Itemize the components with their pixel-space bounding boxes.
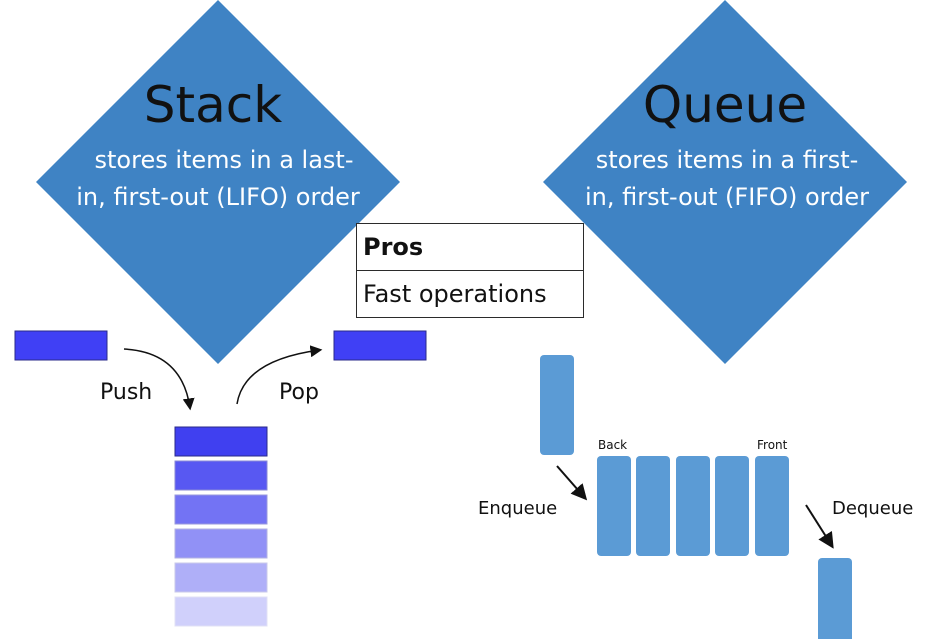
pop-arrow	[236, 345, 323, 405]
dequeue-item	[818, 558, 852, 639]
push-item	[14, 330, 108, 361]
queue-front-label: Front	[757, 438, 788, 452]
stack-item	[174, 426, 268, 457]
pop-item	[333, 330, 427, 361]
stack-item	[174, 596, 268, 627]
dequeue-arrow	[805, 504, 834, 549]
queue-item	[755, 456, 789, 556]
queue-item	[715, 456, 749, 556]
enqueue-label: Enqueue	[478, 498, 557, 519]
pop-label: Pop	[279, 380, 319, 405]
stack-item	[174, 562, 268, 593]
stack-diamond	[36, 0, 400, 364]
stack-title: Stack	[144, 76, 282, 134]
push-label: Push	[100, 380, 152, 405]
pros-table: Pros Fast operations	[356, 223, 584, 318]
push-arrow	[123, 348, 195, 411]
queue-diamond	[543, 0, 907, 364]
stack-description-line-2: in, first-out (LIFO) order	[76, 183, 360, 211]
stack-item	[174, 460, 268, 491]
queue-item	[676, 456, 710, 556]
pros-header: Pros	[357, 224, 583, 271]
stack-description-line-1: stores items in a last-	[95, 146, 354, 174]
queue-item	[597, 456, 631, 556]
queue-row	[597, 456, 789, 556]
dequeue-label: Dequeue	[832, 498, 913, 519]
pros-item: Fast operations	[363, 280, 547, 308]
queue-item	[636, 456, 670, 556]
queue-description-line-2: in, first-out (FIFO) order	[585, 183, 869, 211]
stack-item	[174, 528, 268, 559]
stack-column	[174, 426, 268, 627]
queue-description-line-1: stores items in a first-	[596, 146, 859, 174]
queue-title: Queue	[643, 76, 807, 134]
queue-back-label: Back	[598, 438, 627, 452]
stack-item	[174, 494, 268, 525]
enqueue-arrow	[556, 465, 588, 501]
enqueue-item	[540, 355, 574, 455]
